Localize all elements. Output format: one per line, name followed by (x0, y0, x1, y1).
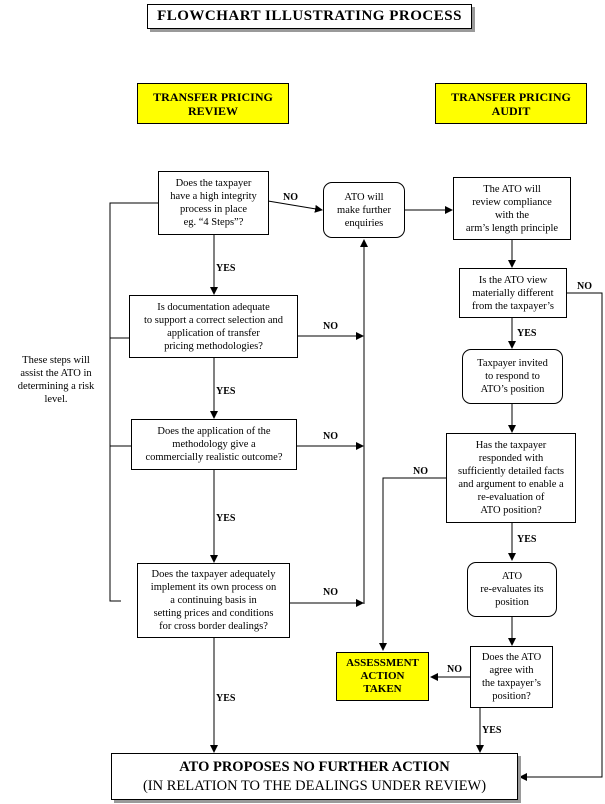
label-yes-q1: YES (216, 263, 236, 274)
label-yes-agree: YES (482, 725, 502, 736)
left-bracket-line (109, 202, 158, 602)
step-ato-reevaluates: ATO re-evaluates its position (467, 562, 557, 617)
final-line-1: ATO PROPOSES NO FURTHER ACTION (179, 758, 450, 775)
arrow-q1-enquiries (267, 200, 323, 213)
step-taxpayer-invited: Taxpayer invited to respond to ATO’s pos… (462, 349, 563, 404)
step-high-integrity-process: Does the taxpayer have a high integrity … (158, 171, 269, 235)
step-documentation-adequate: Is documentation adequate to support a c… (129, 295, 298, 358)
label-no-q3: NO (323, 431, 338, 442)
section-header-audit: TRANSFER PRICING AUDIT (435, 83, 587, 124)
page-title: FLOWCHART ILLUSTRATING PROCESS (147, 4, 472, 29)
step-review-compliance: The ATO will review compliance with the … (453, 177, 571, 240)
step-implement-own-process: Does the taxpayer adequately implement i… (137, 563, 290, 638)
label-yes-q4: YES (216, 693, 236, 704)
section-header-review: TRANSFER PRICING REVIEW (137, 83, 289, 124)
label-no-view-different: NO (577, 281, 592, 292)
label-no-q4: NO (323, 587, 338, 598)
final-outcome: ATO PROPOSES NO FURTHER ACTION (IN RELAT… (111, 753, 518, 800)
assessment-action-taken: ASSESSMENT ACTION TAKEN (336, 652, 429, 701)
step-taxpayer-responded: Has the taxpayer responded with sufficie… (446, 433, 576, 523)
step-further-enquiries: ATO will make further enquiries (323, 182, 405, 238)
step-ato-agree: Does the ATO agree with the taxpayer’s p… (470, 646, 553, 708)
label-yes-view-different: YES (517, 328, 537, 339)
arrow-responded-no-assessment (379, 477, 446, 651)
final-line-2: (IN RELATION TO THE DEALINGS UNDER REVIE… (142, 777, 487, 794)
label-no-agree: NO (447, 664, 462, 675)
arrow-viewdiff-no-final (519, 292, 603, 781)
label-no-responded: NO (413, 466, 428, 477)
step-view-materially-different: Is the ATO view materially different fro… (459, 268, 567, 318)
label-no-q1: NO (283, 192, 298, 203)
label-yes-q3: YES (216, 513, 236, 524)
label-yes-responded: YES (517, 534, 537, 545)
side-note: These steps will assist the ATO in deter… (17, 355, 95, 405)
label-no-q2: NO (323, 321, 338, 332)
step-commercially-realistic: Does the application of the methodology … (131, 419, 297, 470)
label-yes-q2: YES (216, 386, 236, 397)
